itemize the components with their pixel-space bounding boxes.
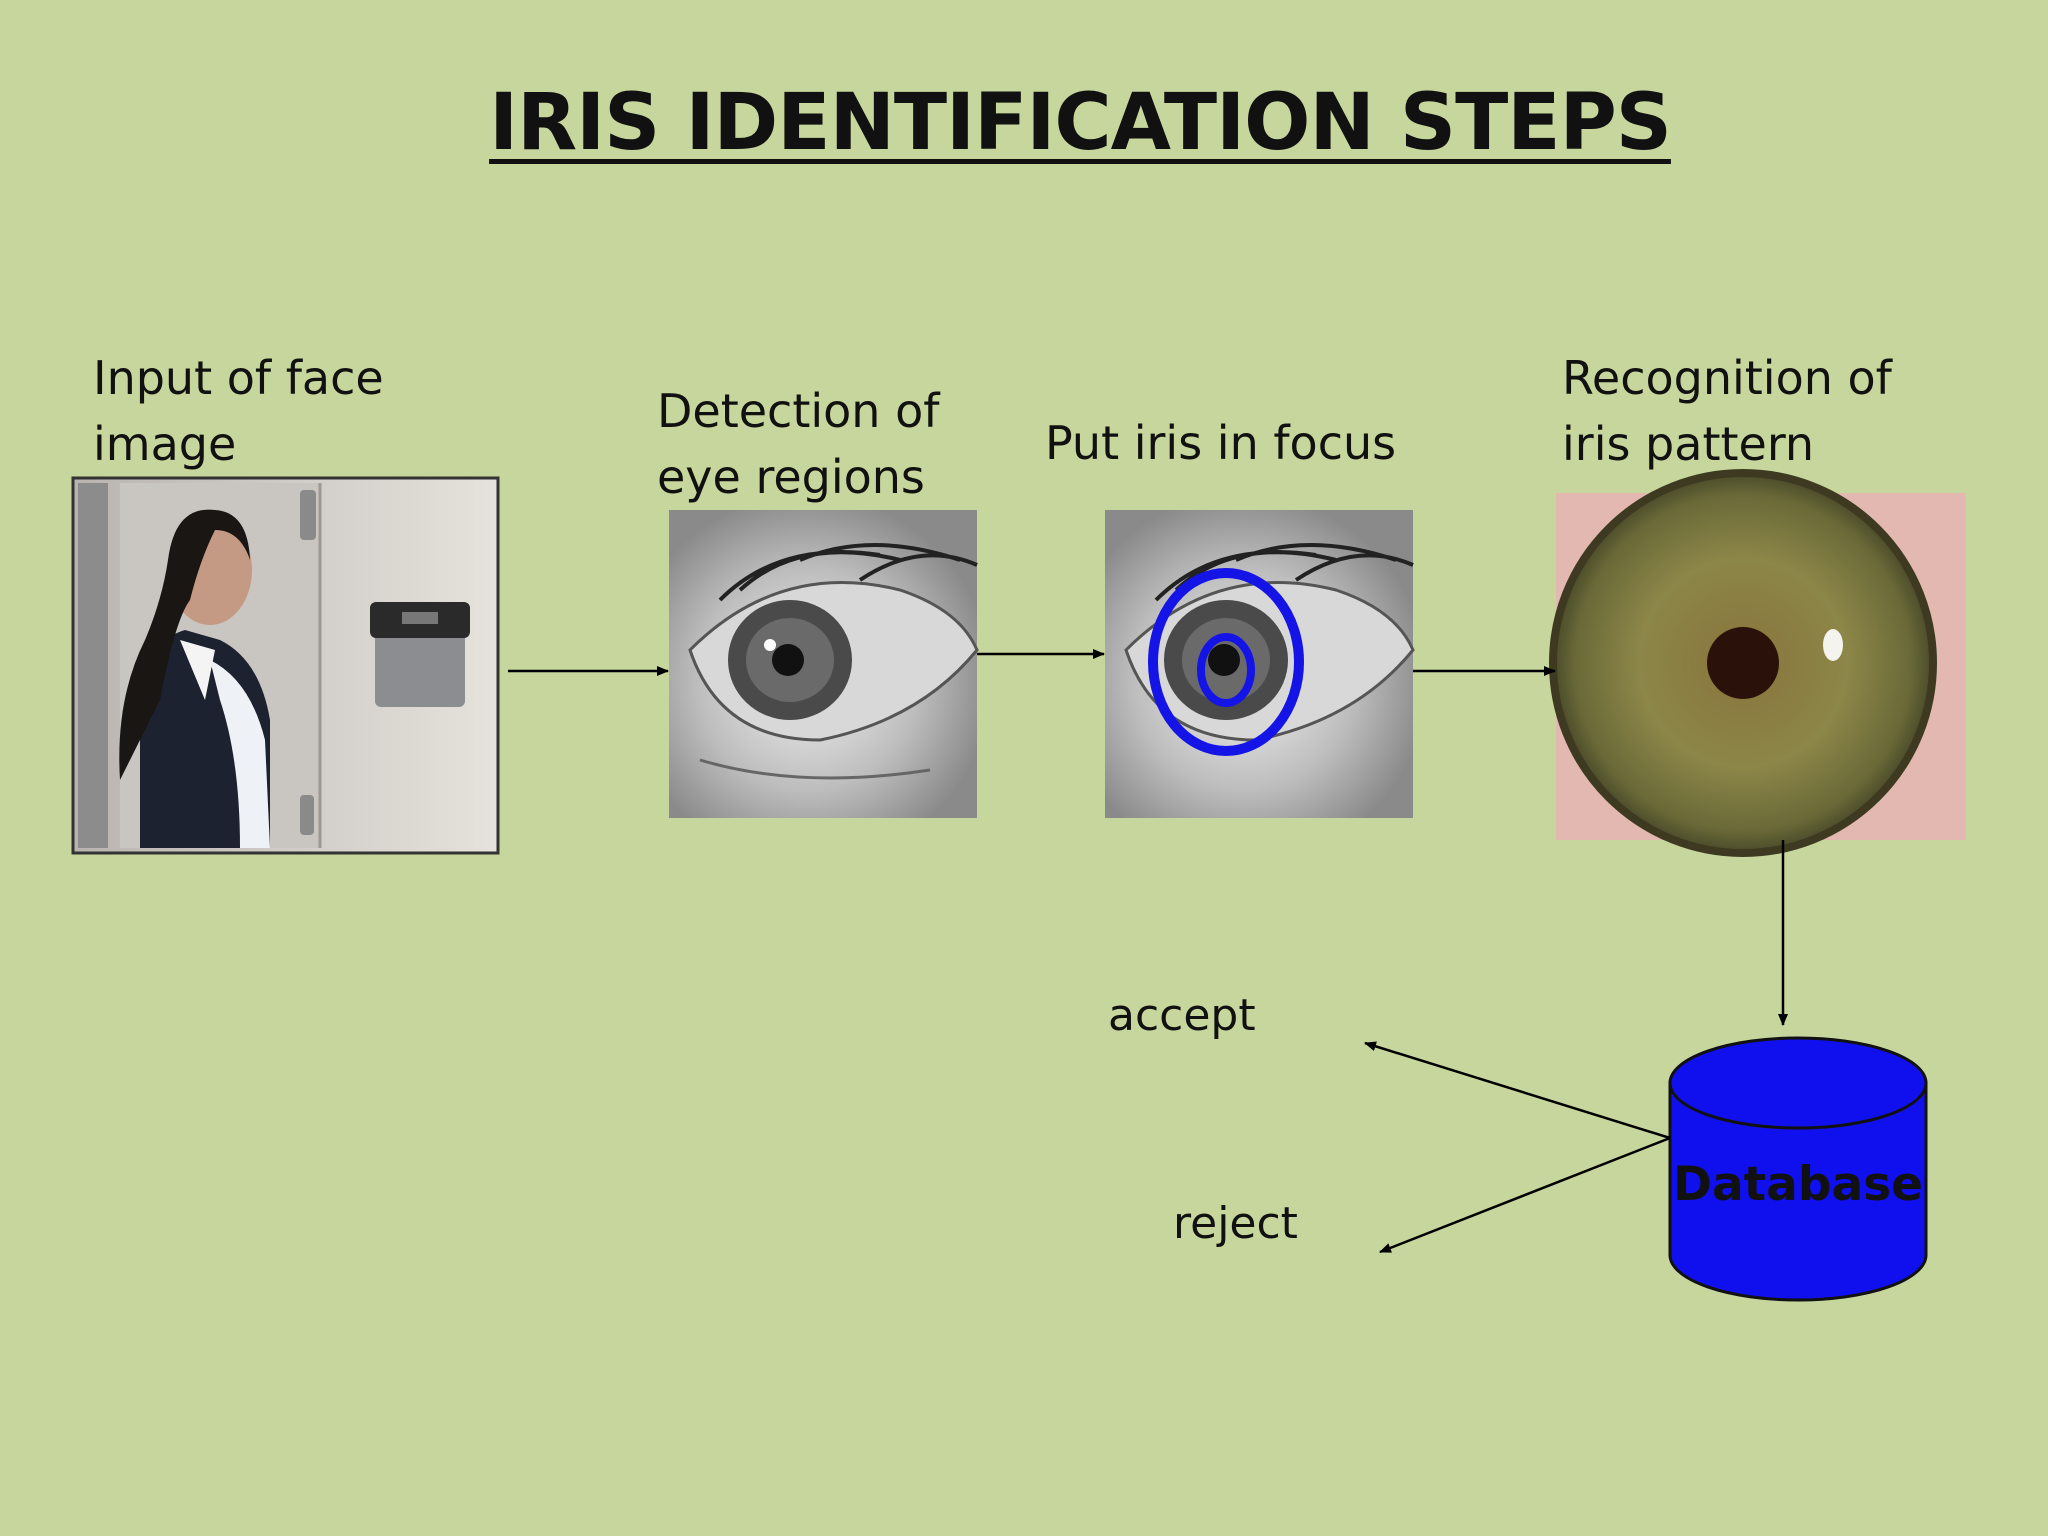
step-label-line: Recognition of (1562, 351, 1892, 405)
reject-label: reject (1173, 1198, 1298, 1249)
step-label-line: Put iris in focus (1045, 416, 1397, 470)
iris-focus-image (1105, 510, 1415, 818)
step-label-line: eye regions (657, 450, 925, 504)
face-image (71, 476, 500, 855)
database-label: Database (1672, 1157, 1924, 1212)
iris-pattern-image (1549, 469, 1966, 857)
arrow-database-to-accept (1364, 1041, 1671, 1140)
step-label-eye-detection: Detection of eye regions (657, 378, 939, 510)
slide-title: IRIS IDENTIFICATION STEPS (489, 78, 1672, 168)
step-label-line: Detection of (657, 384, 940, 438)
inner-focus-ring (1197, 633, 1255, 707)
database-cylinder (1668, 1036, 1928, 1302)
step-label-input-face: Input of face image (93, 345, 384, 477)
eye-image (669, 510, 979, 818)
step-label-line: Input of face (93, 351, 384, 405)
step-label-line: image (93, 417, 237, 471)
step-label-line: iris pattern (1562, 417, 1815, 471)
step-label-iris-recognition: Recognition of iris pattern (1562, 345, 1892, 477)
arrow-database-to-reject (1379, 1136, 1671, 1254)
accept-label: accept (1108, 990, 1256, 1041)
step-label-iris-focus: Put iris in focus (1045, 410, 1396, 476)
outer-focus-ring (1148, 568, 1304, 756)
